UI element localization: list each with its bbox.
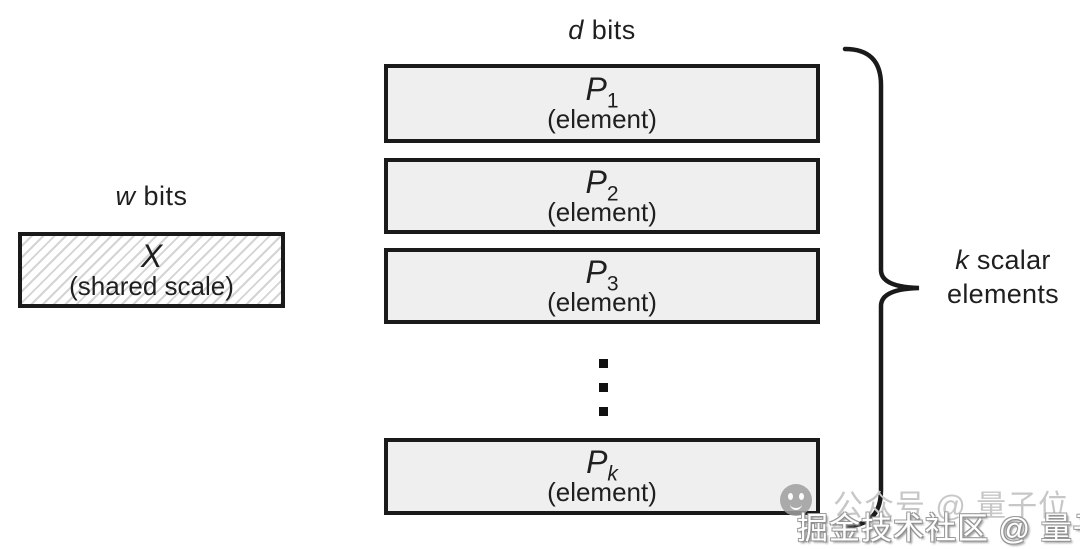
element-symbol: P3 <box>585 253 619 295</box>
k-symbol: k <box>955 245 970 275</box>
element-box-p3: P3 (element) <box>384 248 820 324</box>
element-caption: (element) <box>547 477 657 507</box>
element-symbol: P1 <box>585 71 619 113</box>
w-symbol: w <box>115 181 136 211</box>
shared-scale-symbol: X <box>140 237 163 274</box>
element-box-p2: P2 (element) <box>384 158 820 234</box>
w-bits-label: w bits <box>18 181 285 212</box>
wechat-avatar-icon <box>780 484 812 516</box>
element-caption: (element) <box>547 104 657 134</box>
curly-brace <box>842 46 920 529</box>
vertical-ellipsis <box>599 359 608 416</box>
shared-scale-box: X (shared scale) <box>18 232 285 308</box>
ellipsis-dot <box>599 407 608 416</box>
element-caption: (element) <box>547 196 657 227</box>
ellipsis-dot <box>599 383 608 392</box>
w-bits-text: bits <box>135 181 188 211</box>
element-symbol: P2 <box>585 163 619 205</box>
d-bits-label: d bits <box>384 15 820 46</box>
element-box-pk: Pk (element) <box>384 438 820 515</box>
element-symbol: Pk <box>586 444 618 486</box>
ellipsis-dot <box>599 359 608 368</box>
d-bits-text: bits <box>583 15 636 45</box>
shared-scale-caption: (shared scale) <box>69 270 234 301</box>
watermark-gray: 公众号 @ 量子位 <box>833 490 1070 523</box>
element-box-p1: P1 (element) <box>384 64 820 143</box>
d-symbol: d <box>568 15 584 45</box>
watermark-white: 掘金技术社区 @ 量子位 <box>797 511 1080 546</box>
element-caption: (element) <box>547 286 657 317</box>
